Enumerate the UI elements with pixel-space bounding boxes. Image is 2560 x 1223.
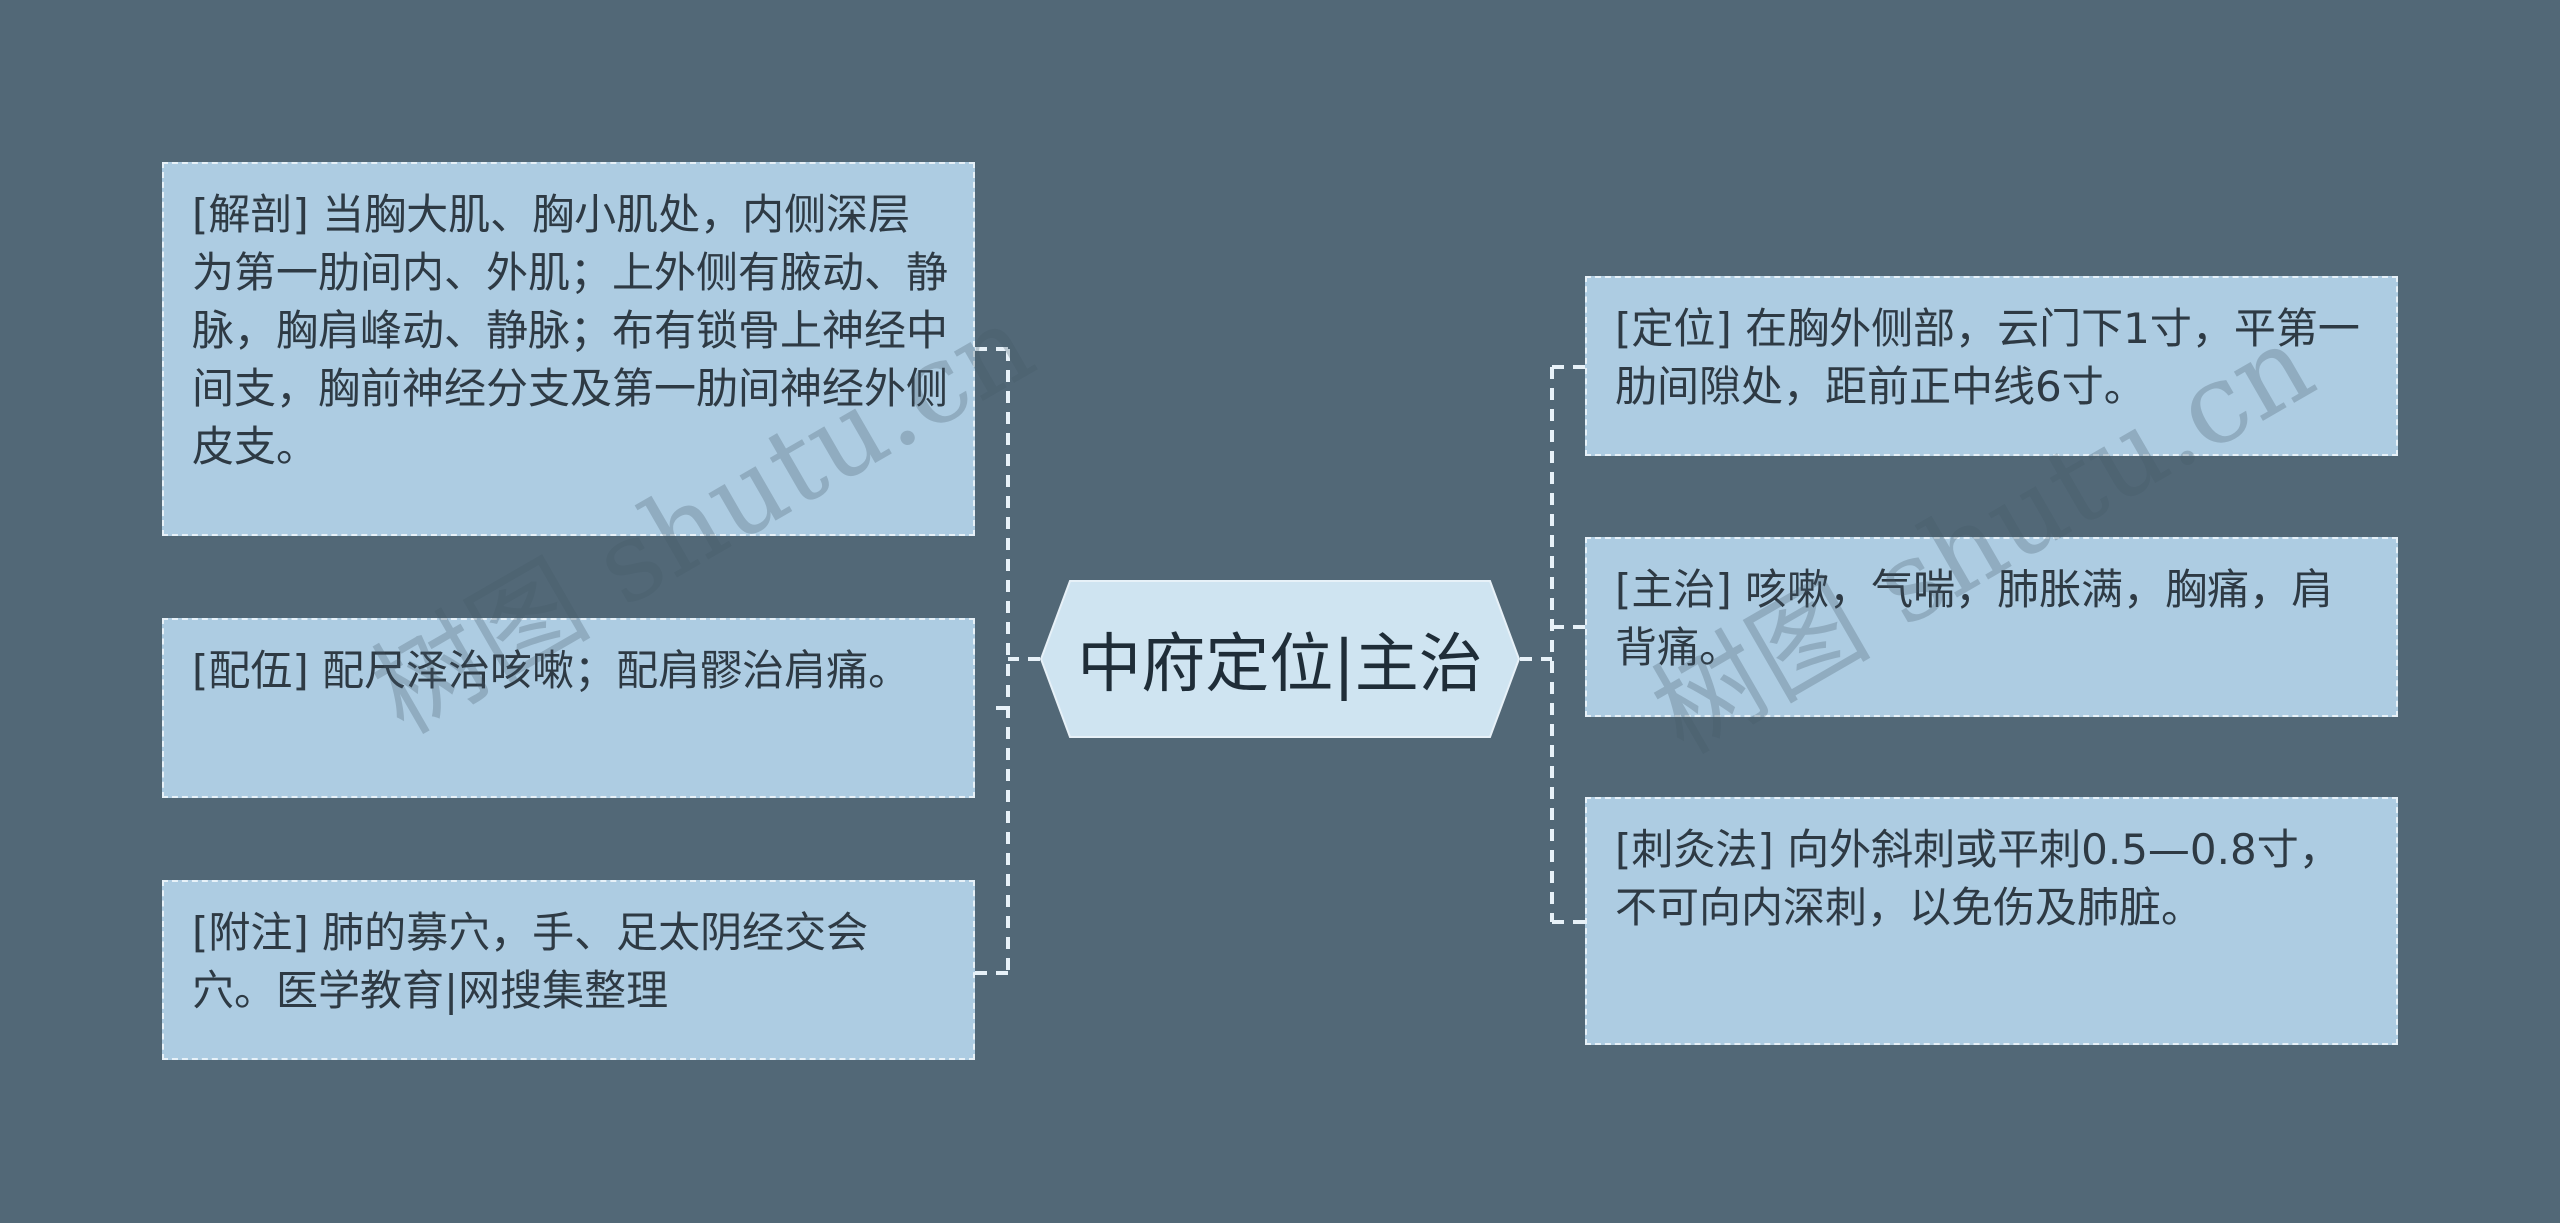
center-topic-label: 中府定位|主治 (1077, 628, 1483, 702)
left-node-note[interactable]: [附注] 肺的募穴，手、足太阴经交会穴。医学教育|网搜集整理 (162, 880, 975, 1060)
left-node-combination-text: [配伍] 配尺泽治咳嗽；配肩髎治肩痛。 (192, 646, 911, 695)
right-node-location[interactable]: [定位] 在胸外侧部，云门下1寸，平第一肋间隙处，距前正中线6寸。 (1585, 276, 2398, 456)
left-node-note-text: [附注] 肺的募穴，手、足太阴经交会穴。医学教育|网搜集整理 (192, 908, 869, 1015)
right-connector-trunk (1520, 367, 1554, 922)
right-node-acupuncture-text: [刺灸法] 向外斜刺或平刺0.5—0.8寸，不可向内深刺，以免伤及肺脏。 (1615, 825, 2341, 932)
center-topic-shape (1040, 580, 1520, 738)
right-node-location-text: [定位] 在胸外侧部，云门下1寸，平第一肋间隙处，距前正中线6寸。 (1615, 304, 2360, 411)
left-node-anatomy[interactable]: [解剖] 当胸大肌、胸小肌处，内侧深层为第一肋间内、外肌；上外侧有腋动、静脉，胸… (162, 162, 975, 536)
left-node-combination[interactable]: [配伍] 配尺泽治咳嗽；配肩髎治肩痛。 (162, 618, 975, 798)
right-node-indications-text: [主治] 咳嗽，气喘，肺胀满，胸痛，肩背痛。 (1615, 565, 2334, 672)
center-topic[interactable]: 中府定位|主治 (1040, 580, 1520, 738)
left-connector-trunk (1006, 349, 1040, 973)
right-node-acupuncture[interactable]: [刺灸法] 向外斜刺或平刺0.5—0.8寸，不可向内深刺，以免伤及肺脏。 (1585, 797, 2398, 1045)
left-node-anatomy-text: [解剖] 当胸大肌、胸小肌处，内侧深层为第一肋间内、外肌；上外侧有腋动、静脉，胸… (192, 190, 949, 471)
right-node-indications[interactable]: [主治] 咳嗽，气喘，肺胀满，胸痛，肩背痛。 (1585, 537, 2398, 717)
